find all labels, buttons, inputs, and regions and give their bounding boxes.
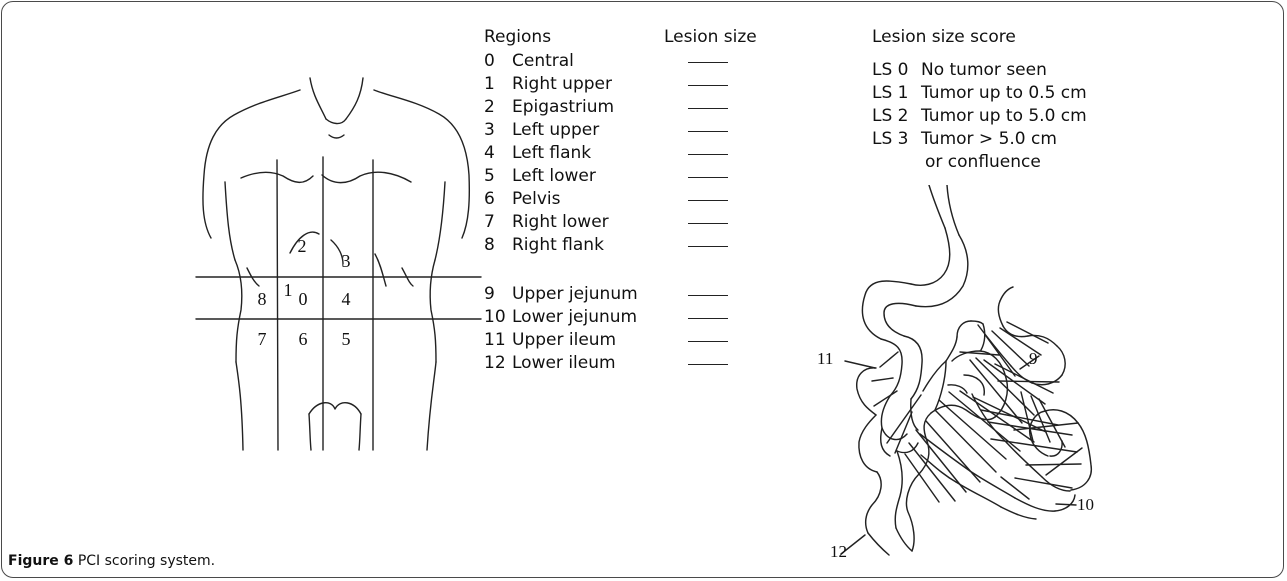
small-bowel-diagram: 11 9 10 12 [810, 185, 1110, 570]
region-label: 1 [284, 281, 293, 299]
region-name: Central [512, 50, 574, 72]
region-row: 8 Right flank [484, 234, 784, 256]
lesion-score-description: Tumor up to 5.0 cm [921, 105, 1087, 127]
abdominal-regions-diagram: 1 2 3 8 0 4 7 6 5 [195, 72, 485, 452]
lesion-size-score-legend: Lesion size score LS 0 No tumor seen LS … [872, 29, 1132, 189]
region-label: 5 [342, 330, 351, 348]
region-label: 0 [299, 290, 308, 308]
lesion-score-row: LS 3 Tumor > 5.0 cm [872, 128, 1132, 150]
region-number: 11 [484, 329, 512, 351]
region-label: 8 [258, 290, 267, 308]
lesion-size-blank [688, 223, 728, 224]
lesion-score-row: LS 2 Tumor up to 5.0 cm [872, 105, 1132, 127]
lesion-score-description: or confluence [925, 151, 1041, 173]
region-row: 4 Left flank [484, 142, 784, 164]
region-row: 0 Central [484, 50, 784, 72]
region-number: 10 [484, 306, 512, 328]
bowel-region-label: 10 [1077, 496, 1094, 513]
region-name: Left flank [512, 142, 591, 164]
region-name: Left lower [512, 165, 596, 187]
region-number: 8 [484, 234, 512, 256]
region-number: 7 [484, 211, 512, 233]
region-number: 4 [484, 142, 512, 164]
region-label: 6 [299, 330, 308, 348]
lesion-size-blank [688, 295, 728, 296]
region-name: Right flank [512, 234, 604, 256]
lesion-size-blank [688, 246, 728, 247]
lesion-score-code: LS 0 [872, 59, 908, 81]
lesion-score-description: Tumor up to 0.5 cm [921, 82, 1087, 104]
region-label: 4 [342, 290, 351, 308]
lesion-score-code: LS 2 [872, 105, 908, 127]
lesion-size-blank [688, 341, 728, 342]
regions-heading: Regions [484, 29, 551, 46]
regions-table: Regions Lesion size 0 Central 1 Right up… [484, 29, 784, 419]
lesion-score-row: LS 1 Tumor up to 0.5 cm [872, 82, 1132, 104]
lesion-score-row: LS 0 No tumor seen [872, 59, 1132, 81]
region-name: Left upper [512, 119, 599, 141]
bowel-outline [810, 185, 1110, 570]
figure-caption-text: PCI scoring system. [73, 553, 215, 569]
lesion-score-code: LS 1 [872, 82, 908, 104]
lesion-size-blank [688, 131, 728, 132]
lesion-size-blank [688, 177, 728, 178]
region-label: 2 [298, 237, 307, 255]
region-number: 3 [484, 119, 512, 141]
region-name: Epigastrium [512, 96, 614, 118]
region-row: 6 Pelvis [484, 188, 784, 210]
region-name: Lower ileum [512, 352, 616, 374]
lesion-score-description: No tumor seen [921, 59, 1047, 81]
lesion-size-blank [688, 318, 728, 319]
region-row: 5 Left lower [484, 165, 784, 187]
region-row: 10 Lower jejunum [484, 306, 784, 328]
region-row: 2 Epigastrium [484, 96, 784, 118]
region-row: 11 Upper ileum [484, 329, 784, 351]
region-number: 2 [484, 96, 512, 118]
region-name: Lower jejunum [512, 306, 637, 328]
region-number: 5 [484, 165, 512, 187]
lesion-size-blank [688, 108, 728, 109]
lesion-score-heading: Lesion size score [872, 29, 1016, 46]
figure-number: Figure 6 [8, 553, 73, 569]
region-number: 0 [484, 50, 512, 72]
region-row: 3 Left upper [484, 119, 784, 141]
lesion-score-code: LS 3 [872, 128, 908, 150]
region-row: 1 Right upper [484, 73, 784, 95]
lesion-size-blank [688, 200, 728, 201]
bowel-region-label: 12 [830, 543, 847, 560]
lesion-size-blank [688, 364, 728, 365]
region-number: 12 [484, 352, 512, 374]
figure-caption: Figure 6 PCI scoring system. [8, 554, 215, 568]
lesion-size-blank [688, 62, 728, 63]
region-number: 6 [484, 188, 512, 210]
region-name: Pelvis [512, 188, 560, 210]
region-name: Right upper [512, 73, 612, 95]
region-label: 3 [342, 252, 351, 270]
torso-outline [195, 72, 485, 452]
bowel-region-label: 11 [817, 350, 833, 367]
region-number: 1 [484, 73, 512, 95]
lesion-size-blank [688, 154, 728, 155]
bowel-region-label: 9 [1029, 350, 1038, 367]
lesion-size-heading: Lesion size [664, 29, 757, 46]
region-row: 7 Right lower [484, 211, 784, 233]
region-label: 7 [258, 330, 267, 348]
lesion-score-row: or confluence [872, 151, 1132, 173]
region-row: 12 Lower ileum [484, 352, 784, 374]
region-number: 9 [484, 283, 512, 305]
region-row: 9 Upper jejunum [484, 283, 784, 305]
region-name: Upper ileum [512, 329, 616, 351]
lesion-size-blank [688, 85, 728, 86]
lesion-score-description: Tumor > 5.0 cm [921, 128, 1057, 150]
region-name: Upper jejunum [512, 283, 638, 305]
region-name: Right lower [512, 211, 609, 233]
